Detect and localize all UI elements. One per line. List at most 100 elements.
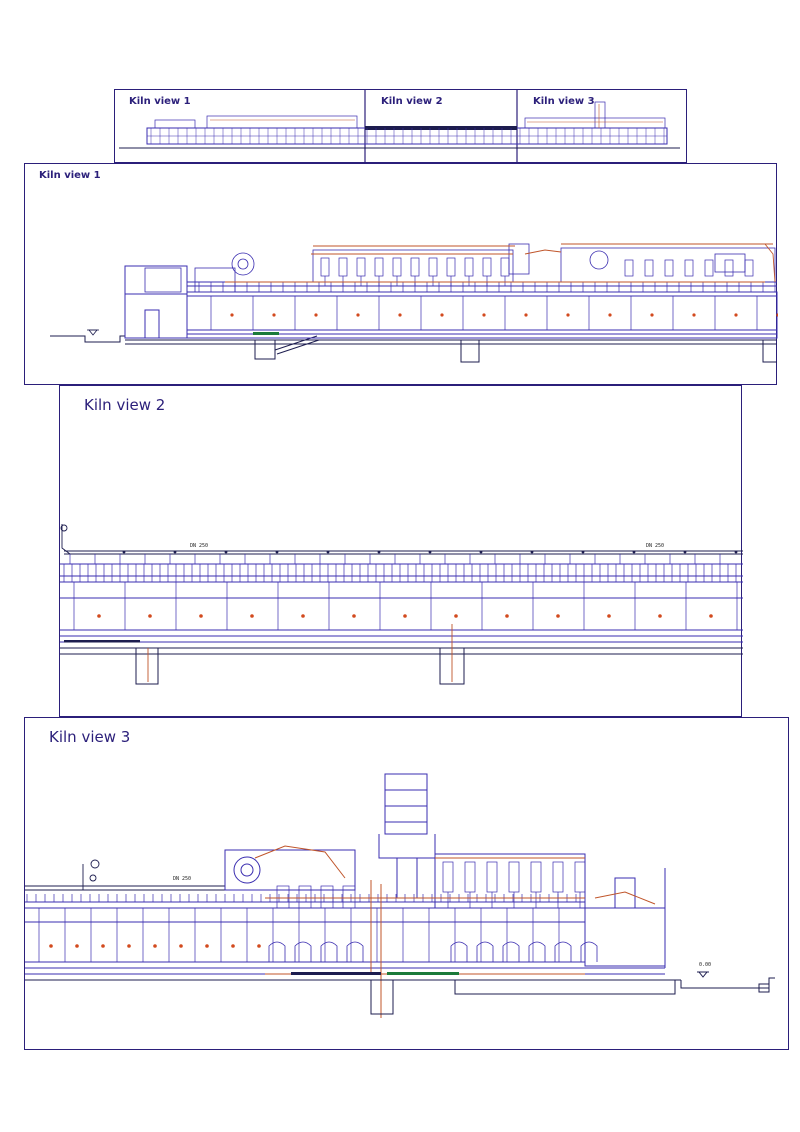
kiln-car-arch — [580, 941, 598, 962]
burner-unit — [704, 259, 714, 277]
fan-housing — [342, 885, 356, 909]
burner-unit — [428, 257, 438, 277]
kiln-segment-mark — [608, 313, 612, 317]
burner-unit — [508, 861, 520, 893]
pipe-support — [377, 550, 381, 554]
kiln-car-arch — [528, 941, 546, 962]
kiln-segment-mark — [101, 944, 105, 948]
burner-unit — [320, 257, 330, 277]
kiln-segment-mark — [398, 313, 402, 317]
pipe-support — [326, 550, 330, 554]
burner-unit — [724, 259, 734, 277]
burner-unit — [482, 257, 492, 277]
pipe-support — [581, 550, 585, 554]
kiln-segment-mark — [566, 313, 570, 317]
kiln-segment-mark — [230, 313, 234, 317]
kiln-car-arch — [346, 941, 364, 962]
kiln-segment-mark — [482, 313, 486, 317]
kiln-segment-mark — [97, 614, 101, 618]
kiln-segment-mark — [658, 614, 662, 618]
burner-unit — [464, 257, 474, 277]
burner-unit — [410, 257, 420, 277]
burner-unit — [486, 861, 498, 893]
kiln-segment-mark — [524, 313, 528, 317]
kiln-segment-mark — [440, 313, 444, 317]
overview-title-view3: Kiln view 3 — [533, 96, 595, 107]
pipe-support — [632, 550, 636, 554]
kiln-segment-mark — [505, 614, 509, 618]
burner-unit — [442, 861, 454, 893]
fan-housing — [298, 885, 312, 909]
burner-unit — [624, 259, 634, 277]
fan-housing — [320, 885, 334, 909]
kiln-segment-mark — [250, 614, 254, 618]
burner-unit — [446, 257, 456, 277]
level-label: 0.00 — [699, 962, 711, 968]
overview-title-view2: Kiln view 2 — [381, 96, 443, 107]
burner-unit — [574, 861, 586, 893]
kiln-car-arch — [450, 941, 468, 962]
pipe-support — [275, 550, 279, 554]
kiln-view-1-title: Kiln view 1 — [39, 170, 101, 181]
burner-unit — [338, 257, 348, 277]
pipe-support — [683, 550, 687, 554]
kiln-segment-mark — [709, 614, 713, 618]
kiln-segment-mark — [205, 944, 209, 948]
pipe-label-left: DN 250 — [190, 543, 208, 549]
kiln-car-arch — [554, 941, 572, 962]
kiln-car-arch — [320, 941, 338, 962]
burner-unit — [664, 259, 674, 277]
kiln-view-2-panel: Kiln view 2 DN 250 DN 250 — [59, 385, 743, 717]
overview-drawing — [119, 90, 680, 164]
kiln-segment-mark — [153, 944, 157, 948]
kiln-segment-mark — [49, 944, 53, 948]
burner-unit — [356, 257, 366, 277]
burner-unit — [530, 861, 542, 893]
burner-unit — [500, 257, 510, 277]
pipe-support — [428, 550, 432, 554]
fan-housing — [276, 885, 290, 909]
kiln-segment-mark — [650, 313, 654, 317]
kiln-segment-mark — [734, 313, 738, 317]
kiln-segment-mark — [776, 313, 778, 317]
kiln-segment-mark — [454, 614, 458, 618]
kiln-segment-mark — [301, 614, 305, 618]
kiln-view-1-drawing — [50, 243, 778, 363]
pipe-support — [734, 550, 738, 554]
kiln-view-3-title: Kiln view 3 — [49, 728, 131, 746]
kiln-segment-mark — [231, 944, 235, 948]
kiln-view-2-title: Kiln view 2 — [84, 396, 166, 414]
burner-unit — [744, 259, 754, 277]
kiln-segment-mark — [272, 313, 276, 317]
pipe-support — [479, 550, 483, 554]
burner-unit — [464, 861, 476, 893]
overview-title-view1: Kiln view 1 — [129, 96, 191, 107]
kiln-car-arch — [502, 941, 520, 962]
kiln-segment-mark — [356, 313, 360, 317]
kiln-view-1-panel: Kiln view 1 — [24, 163, 778, 385]
kiln-segment-mark — [148, 614, 152, 618]
pipe-support — [224, 550, 228, 554]
burner-unit — [644, 259, 654, 277]
overview-panel: Kiln view 1 Kiln view 2 Kiln view 3 — [114, 89, 687, 164]
burner-unit — [684, 259, 694, 277]
kiln-segment-mark — [127, 944, 131, 948]
kiln-segment-mark — [75, 944, 79, 948]
pipe-support — [122, 550, 126, 554]
kiln-segment-mark — [314, 313, 318, 317]
kiln-segment-mark — [692, 313, 696, 317]
kiln-segment-mark — [403, 614, 407, 618]
burner-unit — [552, 861, 564, 893]
kiln-view-2-drawing: DN 250 DN 250 — [60, 524, 743, 685]
burner-unit — [374, 257, 384, 277]
kiln-car-arch — [294, 941, 312, 962]
kiln-view-3-panel: Kiln view 3 DN 250 0.00 — [24, 717, 789, 1050]
kiln-segment-mark — [352, 614, 356, 618]
kiln-segment-mark — [607, 614, 611, 618]
burner-unit — [392, 257, 402, 277]
kiln-view-3-drawing: DN 250 0.00 — [25, 773, 775, 1018]
pipe-support — [530, 550, 534, 554]
kiln-segment-mark — [556, 614, 560, 618]
kiln-segment-mark — [199, 614, 203, 618]
kiln-car-arch — [268, 941, 286, 962]
